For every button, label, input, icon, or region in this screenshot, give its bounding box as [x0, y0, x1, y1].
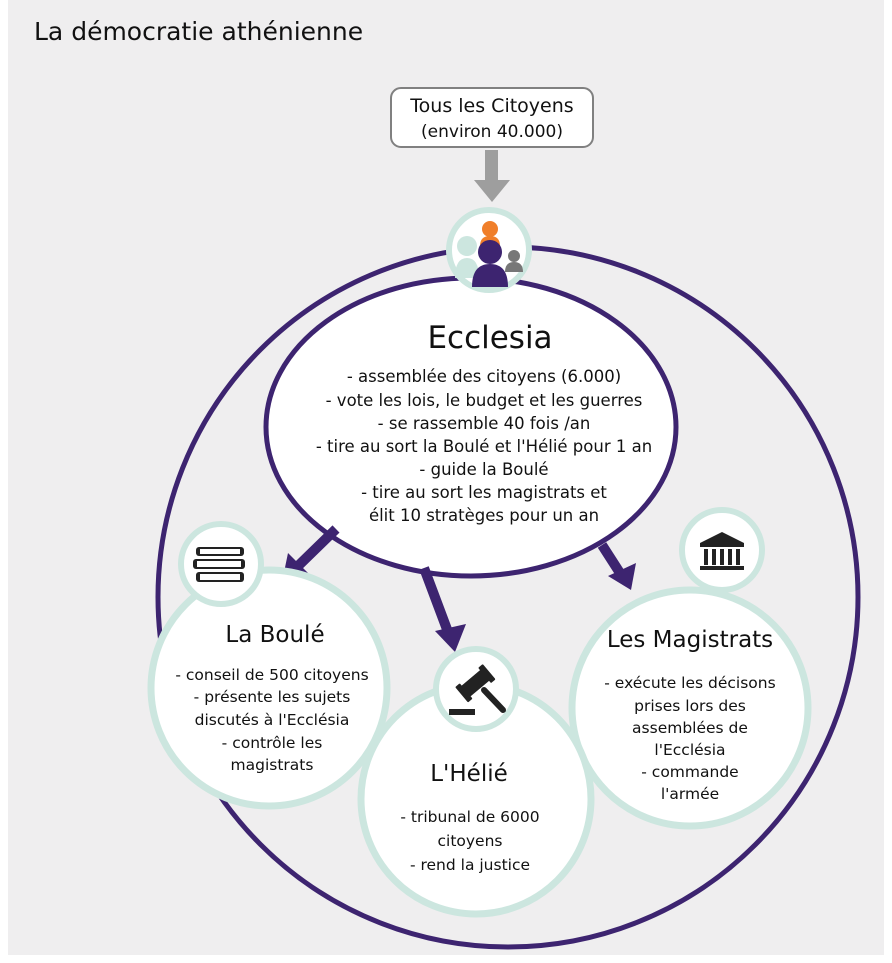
- ecclesia-line: - vote les lois, le budget et les guerre…: [326, 391, 643, 410]
- citizens-title: Tous les Citoyens: [409, 95, 573, 117]
- ecclesia-line: - assemblée des citoyens (6.000): [347, 367, 621, 386]
- magistrats-title: Les Magistrats: [607, 627, 773, 653]
- heliee-line: - tribunal de 6000: [400, 808, 539, 826]
- boule-line: - contrôle les: [222, 734, 323, 752]
- magistrats-line: l'Ecclésia: [654, 741, 725, 759]
- ecclesia-line: élit 10 stratèges pour un an: [369, 506, 599, 525]
- ecclesia-title: Ecclesia: [427, 320, 552, 356]
- arrow-to-magistrats: [597, 542, 625, 576]
- boule-line: magistrats: [231, 756, 314, 774]
- arrow-to-boule: [293, 525, 340, 571]
- boule-title: La Boulé: [225, 622, 324, 648]
- citizens-count: (environ 40.000): [421, 122, 563, 142]
- magistrats-circle: [568, 586, 812, 830]
- arrow-to-magistrats-head: [608, 563, 636, 590]
- boule-circle: [147, 566, 391, 810]
- heliee-line: - rend la justice: [410, 856, 530, 874]
- boule-description: - conseil de 500 citoyens - présente les…: [175, 666, 368, 774]
- heliee-title: L'Hélié: [430, 761, 508, 787]
- magistrats-line: - commande: [641, 763, 738, 781]
- magistrats-line: prises lors des: [634, 697, 746, 715]
- magistrats-line: l'armée: [661, 785, 719, 803]
- citizens-arrow: [474, 150, 510, 202]
- magistrats-description: - exécute les décisons prises lors des a…: [604, 674, 775, 803]
- ecclesia-line: - se rassemble 40 fois /an: [378, 414, 591, 433]
- arrow-to-heliee: [419, 566, 453, 634]
- citizens-box: [390, 87, 594, 148]
- ecclesia-description: - assemblée des citoyens (6.000) - vote …: [316, 367, 652, 525]
- arrow-to-heliee-head: [435, 624, 466, 652]
- magistrats-line: assemblées de: [632, 719, 748, 737]
- boule-line: - présente les sujets: [194, 688, 351, 706]
- temple-icon: [679, 507, 765, 593]
- heliee-description: - tribunal de 6000 citoyens - rend la ju…: [400, 808, 539, 874]
- ecclesia-line: - tire au sort la Boulé et l'Hélié pour …: [316, 437, 652, 456]
- ecclesia-line: - tire au sort les magistrats et: [361, 483, 607, 502]
- ecclesia-line: - guide la Boulé: [419, 460, 548, 479]
- people-icon: [446, 207, 532, 293]
- heliee-line: citoyens: [438, 832, 503, 850]
- magistrats-line: - exécute les décisons: [604, 674, 775, 692]
- boule-line: - conseil de 500 citoyens: [175, 666, 368, 684]
- books-icon: [178, 521, 264, 607]
- page-title: La démocratie athénienne: [34, 17, 363, 46]
- boule-line: discutés à l'Ecclésia: [195, 711, 350, 729]
- gavel-icon: [433, 646, 519, 732]
